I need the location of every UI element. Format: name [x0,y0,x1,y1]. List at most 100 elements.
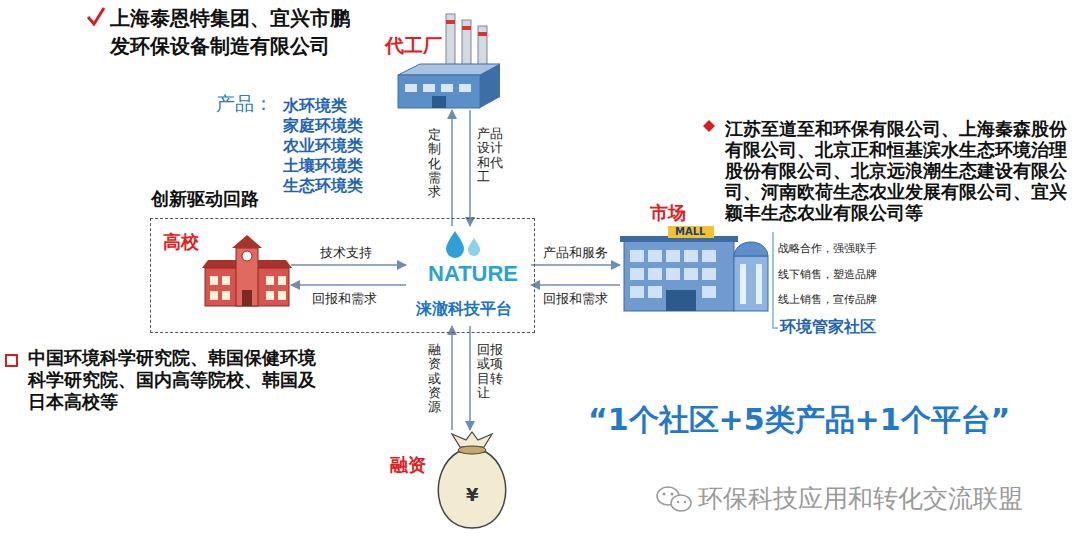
currency-symbol: ¥ [466,484,479,506]
platform-logo-drops [446,231,464,258]
mall-icon [756,264,762,304]
edge-label: 回报或项目转让 [477,343,503,400]
platform-node: NATURE 涞澈科技平台 [406,226,531,326]
factory-icon [432,96,446,108]
flow-arrow [451,326,453,430]
mall-icon [666,290,696,311]
node-title: 融资 [390,454,426,476]
product-item: 家庭环境类 [283,116,363,136]
mall-icon [630,250,644,262]
wechat-icon [663,493,666,496]
partner-bullet [703,120,715,132]
community-bracket [773,232,778,328]
mall-icon [668,226,714,238]
school-icon [242,290,252,306]
research-bullet [6,355,17,366]
community-bracket [773,232,778,328]
group-title: 创新驱动回路 [151,188,259,210]
market-note: 战略合作，强强联手 [778,242,877,255]
factory-icon [446,14,455,66]
factory-icon [478,26,487,66]
edge-label: 回报和需求 [543,291,608,307]
flow-arrow [469,326,471,430]
market-note: 线下销售，塑造品牌 [778,268,877,281]
product-item: 水环境类 [283,96,347,116]
factory-icon [405,84,417,92]
supplier-list: 上海泰恩特集团、宜兴市鹏发环保设备制造有限公司 [110,4,365,60]
school-icon [232,235,262,248]
mall-icon [702,268,716,280]
product-item: 农业环境类 [283,136,363,156]
check-mark [88,8,104,24]
mall-icon [648,286,662,298]
school-icon [210,291,218,300]
edge-label: 回报和需求 [312,291,377,307]
money-bag-icon [452,432,492,447]
school-icon [236,248,258,306]
school-icon [210,276,218,285]
school-icon [266,276,274,285]
mall-icon [648,268,662,280]
mall-icon [666,268,680,280]
flow-arrow [531,284,620,286]
factory-icon [441,84,453,92]
money-bag-icon [458,446,486,454]
check-mark [88,8,104,24]
factory-node: 代工厂 [385,10,500,110]
factory-icon [423,84,435,92]
mall-icon [684,268,698,280]
school-icon [202,235,292,306]
finance-node: 融资 ¥ [385,430,515,535]
mall-icon [734,242,768,256]
school-icon [222,276,230,285]
partner-bullet [703,120,715,132]
edge-label: 定制化需求 [428,128,441,199]
wechat-icon [677,501,679,503]
factory-icon [462,20,471,66]
mall-icon [630,286,644,298]
mall-icon [684,250,698,262]
factory-icon [398,14,500,108]
mall-icon [702,250,716,262]
mall-icon [740,264,746,304]
school-icon [222,291,230,300]
school-icon [278,291,286,300]
flow-arrow [291,264,406,266]
mall-icon [666,250,680,262]
mall-icon [648,250,662,262]
factory-icon [459,84,471,92]
school-icon [278,276,286,285]
research-list: 中国环境科学研究院、韩国保健环境科学研究院、国内高等院校、韩国及日本高校等 [28,347,328,413]
node-title: 高校 [163,231,199,253]
wechat-icon [671,493,674,496]
partner-list: 江苏至道至和环保有限公司、上海秦森股份有限公司、北京正和恒基滨水生态环境治理股份… [725,118,1070,223]
money-bag-icon [438,452,505,528]
node-title: 涞澈科技平台 [416,299,512,318]
node-title: 市场 [650,202,686,224]
logo-text: NATURE [428,261,518,287]
flow-arrow [451,110,453,226]
edge-label: 技术支持 [320,245,372,261]
edge-label: 产品设计和代工 [477,127,503,184]
mall-icon [734,256,768,311]
university-node: 高校 [163,231,291,311]
watermark: 环保科技应用和转化交流联盟 [698,484,1023,514]
product-item: 土壤环境类 [283,156,363,176]
edge-label: 产品和服务 [543,245,608,261]
innovation-loop-group: 创新驱动回路高校NATURE涞澈科技平台 [150,218,535,333]
wechat-icon [657,487,691,511]
research-bullet [6,355,17,366]
community-label: 环境管家社区 [780,317,876,336]
flow-arrow [291,284,406,286]
slogan: “1个社区+5类产品+1个平台” [588,402,1010,438]
edge-label: 融资或资源 [428,343,441,414]
factory-icon [398,75,480,108]
mall-icon [702,286,716,298]
school-icon [266,291,274,300]
product-item: 生态环境类 [283,176,363,196]
mall-icon [630,268,644,280]
factory-icon [446,20,455,24]
flow-arrow [531,264,620,266]
